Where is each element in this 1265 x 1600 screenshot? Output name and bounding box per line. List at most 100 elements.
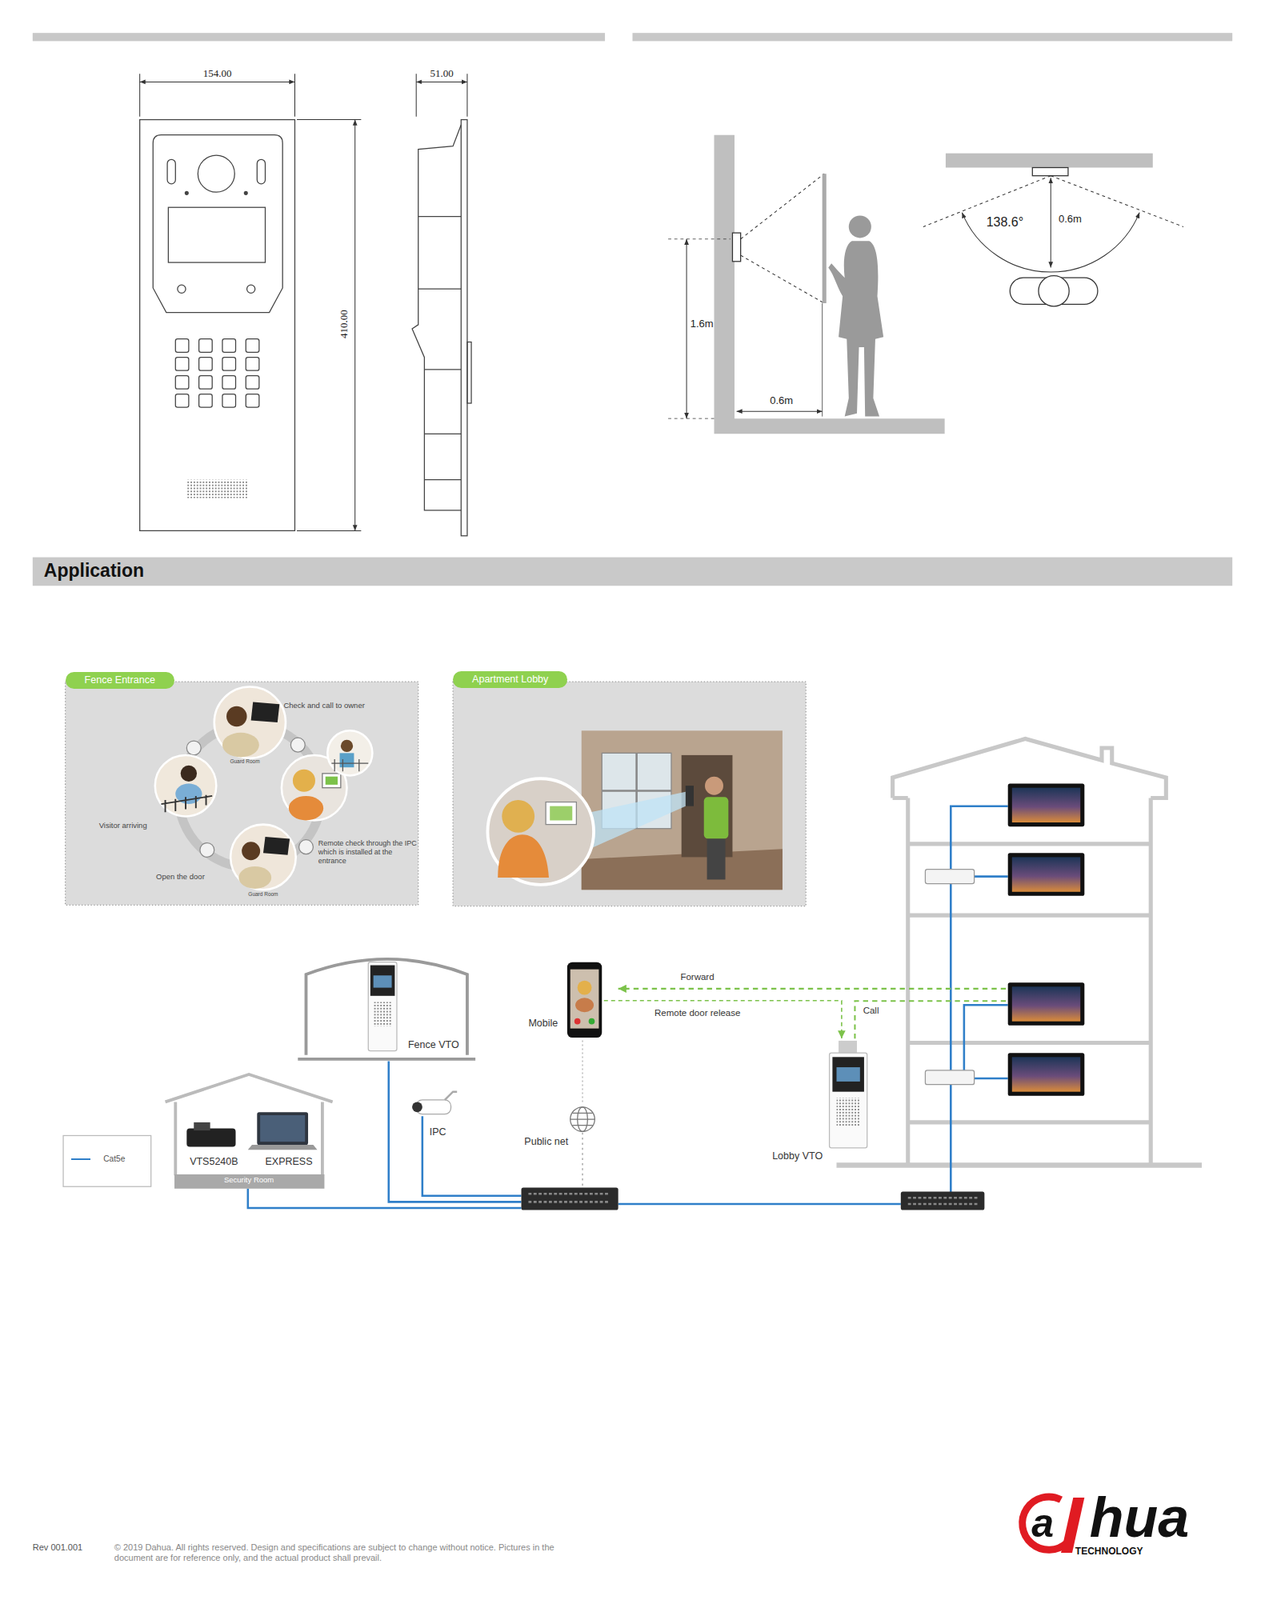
indoor-monitor <box>1012 856 1081 892</box>
dimension-value: 0.6m <box>1058 212 1082 226</box>
cat5e-cable <box>974 875 1009 878</box>
view-area-side-diagram <box>732 232 741 262</box>
vto-device <box>838 1040 857 1053</box>
section-heading: Application <box>44 560 145 583</box>
intercom-front-view <box>245 376 260 390</box>
header-bar <box>32 557 1233 587</box>
forward-call-flow <box>618 988 1007 990</box>
mobile-phone-icon <box>588 1018 596 1025</box>
edge-label: Remote door release <box>652 1008 742 1020</box>
dimension-value: 154.00 <box>203 67 233 81</box>
device-label: Public net <box>524 1136 569 1149</box>
security-room: Security RoomVTS5240BEXPRESS <box>165 1071 333 1190</box>
visitor-flow-illustration <box>327 730 373 776</box>
visitor-flow-illustration <box>292 769 316 793</box>
dimension-value: 1.6m <box>690 318 714 332</box>
security-room-house <box>256 1112 309 1145</box>
mobile-phone-icon <box>575 997 594 1013</box>
intercom-front-view <box>245 357 260 372</box>
indoor-monitor <box>1012 986 1081 1021</box>
visitor-flow-illustration <box>186 740 201 756</box>
panel-tab-title: Fence Entrance <box>65 672 175 689</box>
intercom-front-view <box>167 159 176 185</box>
building-outline <box>908 797 1151 1163</box>
intercom-front-view <box>222 339 237 353</box>
dimension-line <box>296 120 361 532</box>
vto-device <box>836 1097 861 1127</box>
view-area-side-diagram <box>736 411 823 413</box>
intercom-side-view <box>460 120 468 537</box>
intercom-front-view <box>247 284 256 293</box>
cat5e-cable <box>950 806 1008 1195</box>
brand-logo-mark <box>1022 1497 1085 1554</box>
view-area-side-diagram <box>848 215 872 238</box>
scenario-panel-ground <box>65 681 807 907</box>
lobby-illustration <box>545 802 577 825</box>
brand-logo-mark <box>1022 1497 1068 1550</box>
intercom-side-view <box>467 342 472 405</box>
management-software-pc: EXPRESS <box>251 1108 319 1170</box>
visitor-flow-illustration <box>222 732 260 758</box>
ip-camera <box>412 1101 423 1113</box>
visitor-flow-illustration <box>180 765 197 782</box>
dimension-value: 51.00 <box>429 67 453 81</box>
lobby-illustration <box>487 730 782 890</box>
intercom-front-view <box>199 357 213 372</box>
scenario-panel: Fence Entrance <box>65 681 419 905</box>
intercom-front-view <box>175 357 189 372</box>
intercom-front-view <box>199 339 213 353</box>
step-caption: Remote check through the IPC which is in… <box>318 839 419 865</box>
device-label: EXPRESS <box>264 1156 313 1169</box>
intercom-side-view <box>412 120 472 537</box>
network-switch <box>521 1188 619 1211</box>
flow-label: Call <box>863 1005 880 1017</box>
logo-subtitle: TECHNOLOGY <box>1075 1545 1144 1558</box>
vto-device <box>836 1067 861 1082</box>
view-area-side-diagram <box>668 238 731 240</box>
mobile-phone-icon <box>567 962 602 1038</box>
visitor-flow-illustration <box>288 796 324 821</box>
security-room-house <box>186 1128 236 1148</box>
vto-device <box>368 962 867 1149</box>
visitor-flow-illustration <box>230 824 297 891</box>
intercom-front-view <box>186 480 249 499</box>
network-switch <box>924 869 974 885</box>
legend-frame <box>63 1135 152 1187</box>
panel-tab-title: Apartment Lobby <box>452 671 568 689</box>
dimension-line <box>354 120 356 532</box>
view-area-top-diagram <box>1050 177 1052 268</box>
intercom-front-view <box>184 191 189 195</box>
visitor-flow-illustration <box>160 795 213 813</box>
visitor-flow-illustration <box>290 737 305 753</box>
forward-call-flow <box>854 1000 1006 1039</box>
remote-release-arrow <box>604 1000 842 1039</box>
lobby-illustration <box>501 800 535 833</box>
indoor-monitor <box>1008 982 1085 1026</box>
visitor-flow-illustration <box>238 866 272 889</box>
header-bar <box>632 32 1233 41</box>
mobile-phone-icon <box>574 1018 581 1025</box>
lobby-illustration <box>549 806 573 821</box>
ip-camera <box>412 1092 457 1115</box>
security-room-house <box>248 1144 318 1150</box>
step-caption: Visitor arriving <box>99 820 148 830</box>
room-caption: Guard Room <box>229 759 260 766</box>
vto-device <box>829 1052 868 1149</box>
cat5e-cable <box>974 1077 1009 1081</box>
vto-device <box>370 965 396 997</box>
intercom-front-view <box>140 120 296 532</box>
view-area-side-diagram <box>740 173 825 304</box>
building-outline <box>836 1162 1202 1168</box>
globe-icon <box>570 1107 596 1133</box>
forward-call-flow <box>618 988 1007 1039</box>
security-room-house <box>165 1074 333 1176</box>
device-label: Lobby VTO <box>772 1150 823 1163</box>
mobile-phone-icon <box>577 980 593 996</box>
network-switch <box>521 869 985 1211</box>
indoor-monitor-device: VTS5240B <box>183 1119 245 1170</box>
visitor-flow-illustration <box>263 836 290 856</box>
fence-gate <box>297 959 476 1060</box>
dimension-value: 0.6m <box>769 394 793 408</box>
legend-line-sample <box>71 1158 91 1161</box>
visitor-flow-illustration <box>322 773 341 789</box>
